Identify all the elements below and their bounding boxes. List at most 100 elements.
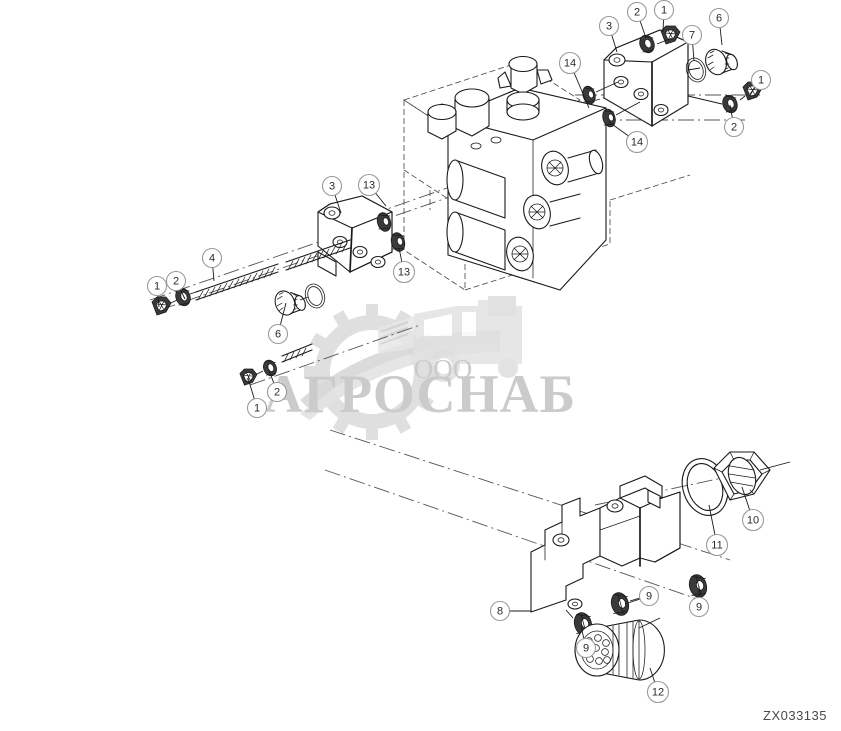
callout-label: 3 [329,181,335,193]
spring-4-right [285,239,351,271]
callout-label: 9 [696,602,702,614]
callout-label: 1 [758,75,764,87]
callout-2: 2 [266,369,288,403]
callout-label: 13 [398,267,410,279]
callout-label: 2 [274,387,280,399]
plug-oring-left [271,280,329,319]
callout-label: 1 [154,281,160,293]
callout-label: 10 [747,515,759,527]
callout-bubble [741,508,765,532]
callout-label: 1 [254,403,260,415]
callout-8: 8 [489,600,531,622]
callout-bubble [392,260,416,284]
callout-label: 8 [497,606,503,618]
callout-bubble [165,270,187,292]
callout-bubble [598,15,620,37]
watermark-agrosnab-text: АГРОСНАБ [264,364,576,424]
callout-6: 6 [708,7,730,46]
callout-label: 9 [583,643,589,655]
callout-label: 13 [363,180,375,192]
plug-6 [701,45,740,79]
callout-13: 13 [357,173,387,207]
watermark-agrosnab: ООО АГРОСНАБ [264,296,576,440]
lower-bracket-assembly [530,451,791,681]
callout-bubble [558,51,582,75]
callout-1: 1 [246,377,268,419]
callout-label: 2 [173,276,179,288]
bushing-13-a [376,212,392,232]
callout-9: 9 [575,625,597,659]
callout-bubble [705,533,729,557]
bushing-14-b [602,108,616,128]
oring-left [301,280,329,312]
callout-bubble [688,596,710,618]
callout-bubble [653,0,675,21]
callout-label: 14 [631,137,643,149]
callout-label: 6 [275,329,281,341]
callout-2: 2 [165,270,187,300]
callout-bubble [575,637,597,659]
left-bracket-assembly [317,195,406,277]
callout-label: 4 [209,253,215,265]
plug-6-left [271,287,308,319]
callout-bubble [357,173,381,197]
callout-label: 11 [711,540,722,552]
callout-bubble [646,680,670,704]
callout-9: 9 [624,585,660,607]
callout-13: 13 [392,247,416,284]
bushing-9-a [610,592,630,616]
connector-12 [574,619,665,681]
valve-block-assembly [427,55,607,291]
callout-bubble [625,130,649,154]
callout-1: 1 [653,0,675,33]
callout-bubble [489,600,511,622]
callout-bubble [266,381,288,403]
callout-11: 11 [705,504,729,557]
callout-7: 7 [681,24,703,62]
bushing-14-a [582,85,596,105]
callout-bubble [750,69,772,91]
callout-bubble [681,24,703,46]
callout-label: 9 [646,591,652,603]
callout-6: 6 [267,302,289,345]
callout-3: 3 [321,175,343,214]
callout-bubble [638,585,660,607]
upper-bracket-assembly [582,25,763,128]
callout-bubble [321,175,343,197]
callout-label: 12 [652,687,664,699]
callout-bubble [708,7,730,29]
callout-10: 10 [741,486,765,532]
callout-1: 1 [146,275,168,308]
callout-9: 9 [688,586,710,618]
callout-label: 2 [634,7,640,19]
spring-hardware-assembly [151,239,351,316]
callout-12: 12 [646,667,670,704]
callout-bubble [723,116,745,138]
callout-label: 3 [606,21,612,33]
bushing-13-b [390,232,406,252]
callout-label: 6 [716,13,722,25]
nut-1-lower-left [239,368,258,386]
callout-label: 14 [564,58,576,70]
washer-2-top-right [719,92,741,116]
callout-1: 1 [749,69,772,95]
callout-2: 2 [626,1,648,39]
lower-left-hardware [239,343,313,386]
callout-label: 1 [661,5,667,17]
part-number-code: ZX033135 [763,708,827,723]
watermark-ooo: ООО [414,354,473,384]
callout-bubble [201,247,223,269]
bushing-9-b [688,574,708,598]
callout-14: 14 [558,51,590,109]
callout-3: 3 [598,15,620,53]
callout-2: 2 [723,104,745,138]
callout-4: 4 [201,247,223,282]
callout-14: 14 [608,121,649,154]
spring-4-left [195,263,279,301]
callout-label: 2 [731,122,737,134]
callout-bubble [246,397,268,419]
callout-label: 7 [689,30,695,42]
